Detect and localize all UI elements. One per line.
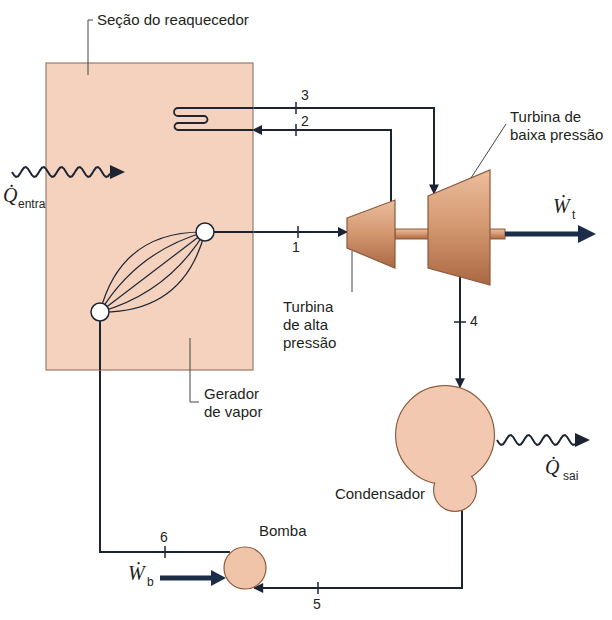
heat-out-arrow: [497, 433, 590, 447]
state-number: 4: [470, 314, 478, 328]
condenser-shape: Condensador: [395, 385, 495, 512]
inner-pipe: [99, 321, 101, 370]
pipe-connector: [254, 511, 462, 588]
reheater-boiler-box-drawing: [46, 63, 253, 370]
heat-symbol: Q̇: [3, 184, 17, 206]
work-arrow: [505, 232, 580, 237]
component-label: Gerador de vapor: [204, 385, 274, 421]
boiler-tube: [100, 232, 205, 312]
boiler-tube: [100, 232, 205, 312]
component-label: Turbina de alta pressão: [283, 298, 347, 352]
turbine-shape: Turbina de alta pressão: [347, 200, 395, 268]
reheater-coil: [174, 108, 253, 130]
state-number: 2: [301, 114, 309, 128]
boiler-tube: [100, 232, 205, 312]
leader-line: [190, 338, 199, 402]
turbine-shape-drawing: [428, 170, 490, 285]
work-arrow: [160, 576, 214, 581]
work-symbol: Ẇ: [553, 195, 570, 217]
component-label: Condensador: [335, 485, 425, 503]
pump-outline: [224, 547, 266, 589]
state-number: 1: [292, 240, 300, 254]
leader-line: [352, 251, 353, 292]
heat-arrowhead: [575, 433, 590, 447]
heat-wave-arrow: [12, 167, 110, 177]
leader-line: [88, 20, 93, 75]
component-label: Turbina de baixa pressão: [510, 108, 608, 144]
turbine-outline: [428, 170, 490, 285]
turbine-shape-drawing: [347, 200, 395, 268]
work-subscript: t: [572, 208, 575, 222]
condenser-fill: [435, 470, 476, 511]
boiler-tube: [100, 232, 205, 312]
pump-circle-drawing: [223, 546, 267, 590]
drum-header: [196, 223, 214, 241]
condenser-fill: [397, 387, 494, 484]
work-subscript: b: [147, 575, 154, 589]
heat-arrowhead: [110, 165, 125, 179]
pipe-connector: [459, 277, 461, 388]
boiler-tube: [100, 232, 205, 312]
state-number: 3: [301, 88, 309, 102]
heat-subscript: sai: [563, 469, 578, 483]
state-number: 5: [313, 597, 321, 611]
drum-header: [91, 303, 109, 321]
heat-symbol: Q̇: [545, 456, 559, 478]
turbine-outline: [347, 200, 395, 268]
component-label: Seção do reaquecedor: [97, 11, 249, 29]
state-number: 6: [160, 530, 168, 544]
leader-line: [471, 124, 506, 178]
pipe-connector: [253, 130, 391, 202]
pipe-connector: [253, 231, 347, 233]
work-symbol: Ẇ: [128, 562, 145, 584]
heat-wave-arrow: [497, 435, 575, 445]
heat-subscript: entra: [18, 197, 45, 211]
work-arrowhead: [578, 225, 596, 243]
reheater-boiler-box: Seção do reaquecedor: [46, 63, 253, 370]
pipe-connector: [253, 108, 434, 193]
work-arrowhead: [211, 570, 226, 586]
component-label: Bomba: [259, 522, 307, 540]
pump-circle: Bomba: [223, 546, 267, 590]
boiler-outline: [46, 63, 253, 370]
condenser-outline: [396, 386, 495, 485]
inner-pipe: [214, 231, 253, 233]
turbine-shape: Turbina de baixa pressão: [428, 170, 490, 285]
